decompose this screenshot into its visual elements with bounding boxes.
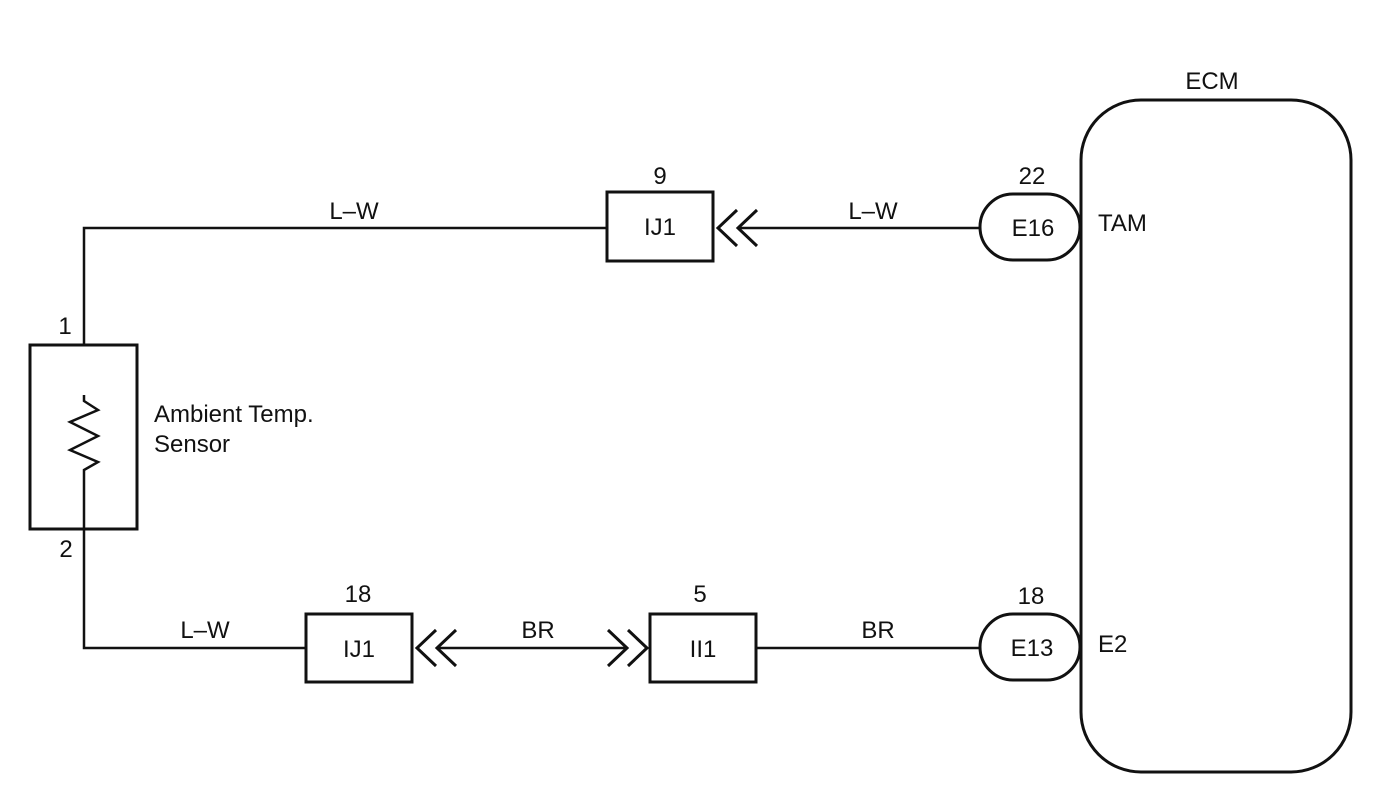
- ecm-pin-e2: E2: [1098, 631, 1127, 658]
- wire-color-bottom-right: BR: [861, 617, 894, 644]
- wire-color-bottom-left: L–W: [180, 617, 230, 644]
- ecm-pin-tam: TAM: [1098, 210, 1147, 237]
- wire-color-top-left: L–W: [329, 198, 379, 225]
- wire-color-bottom-middle: BR: [521, 617, 554, 644]
- connector-ij1-bottom: [304, 612, 414, 684]
- connector-ij1-top-pin: 9: [653, 163, 666, 190]
- connector-ii1-pin: 5: [693, 581, 706, 608]
- connector-e16: [978, 192, 1082, 262]
- sensor-label-line1: Ambient Temp.: [154, 401, 314, 428]
- connector-e13-label: E13: [1011, 635, 1054, 662]
- sensor-pin-2: 2: [59, 536, 72, 563]
- connector-e16-label: E16: [1012, 215, 1055, 242]
- connector-e13: [978, 612, 1082, 682]
- chevron-bottom-right-2: [626, 628, 650, 668]
- connector-ij1-bottom-label: IJ1: [343, 636, 375, 663]
- connector-ij1-top: [605, 190, 715, 263]
- connector-ij1-bottom-pin: 18: [345, 581, 372, 608]
- connector-ii1: [648, 612, 758, 684]
- connector-ii1-label: II1: [690, 636, 717, 663]
- chevron-bottom-left-1: [414, 628, 438, 668]
- wire-bottom-left: [82, 478, 306, 650]
- chevron-bottom-right-1: [606, 628, 630, 668]
- chevron-top-1: [715, 208, 739, 248]
- connector-e16-pin: 22: [1019, 163, 1046, 190]
- wire-top-left: [82, 226, 607, 395]
- ecm-box: [1079, 98, 1353, 774]
- resistor-icon: [67, 395, 101, 478]
- connector-ij1-top-label: IJ1: [644, 214, 676, 241]
- wire-color-top-right: L–W: [848, 198, 898, 225]
- sensor-pin-1: 1: [58, 313, 71, 340]
- ecm-title: ECM: [1185, 68, 1238, 95]
- connector-e13-pin: 18: [1018, 583, 1045, 610]
- sensor-label-line2: Sensor: [154, 431, 230, 458]
